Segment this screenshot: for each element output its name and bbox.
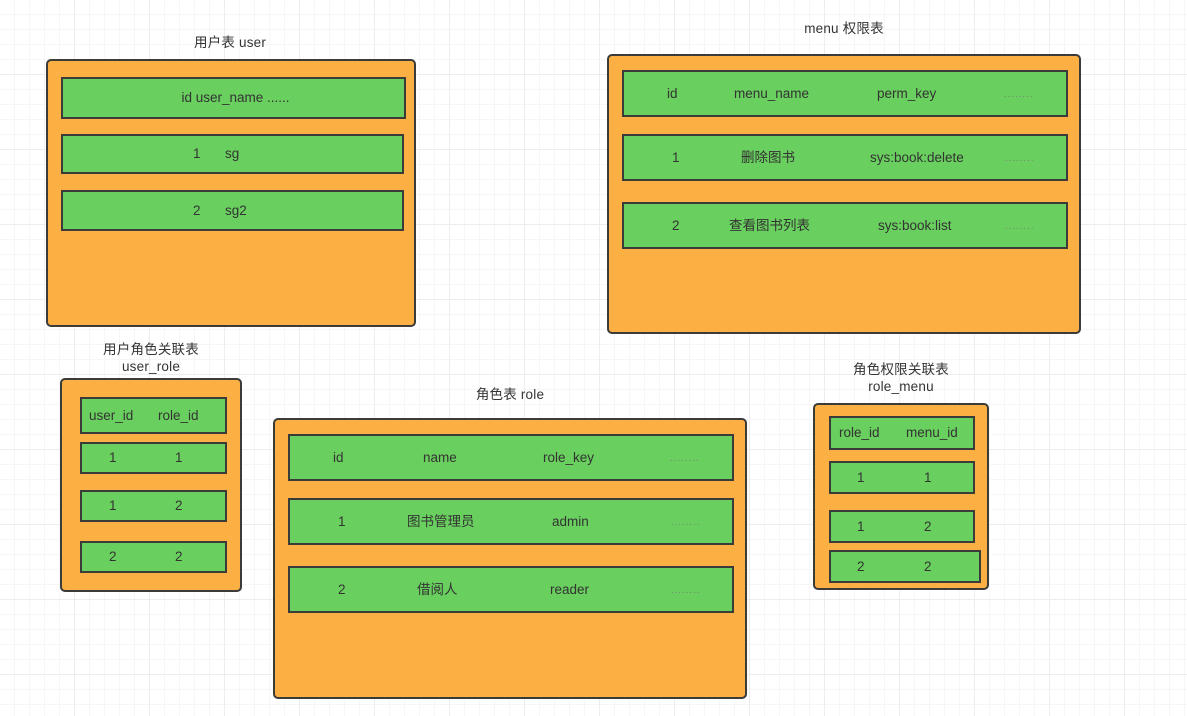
table-user-role-row0-user-id: 1 [109,450,117,465]
table-menu-title: menu 权限表 [744,20,944,37]
table-menu-header-row[interactable]: id menu_name perm_key ........ [622,70,1068,117]
table-role-row0-role-key: admin [552,513,589,529]
table-menu-row0-id: 1 [672,149,680,165]
table-role-row0-name: 图书管理员 [407,513,475,529]
table-user-row1-username: sg2 [225,202,247,218]
table-user-header-cell: id user_name ...... [181,90,290,105]
table-menu-row0-more: ........ [1005,152,1035,163]
table-row[interactable]: 1 图书管理员 admin ........ [288,498,734,545]
table-role-row1-role-key: reader [550,581,590,597]
table-row[interactable]: 1 2 [829,510,975,543]
table-role-menu-header-row[interactable]: role_id menu_id [829,416,975,450]
table-role-box: id name role_key ........ 1 图书管理员 admin … [273,418,747,699]
table-role-menu-row0-role-id: 1 [857,469,865,485]
table-user-row0-id: 1 [193,146,201,161]
table-menu-header-more: ........ [1004,88,1034,99]
table-row[interactable]: 1 1 [80,442,227,474]
table-role-row1-more: ........ [671,584,701,595]
table-role-menu-box: role_id menu_id 1 1 1 2 2 2 [813,403,989,590]
table-role-menu-header-menu-id: menu_id [906,425,958,440]
table-menu-row1-menu-name: 查看图书列表 [729,217,810,233]
table-role-header-role-key: role_key [543,449,595,465]
table-row[interactable]: 1 1 [829,461,975,494]
table-role-row1-name: 借阅人 [417,581,458,597]
table-role-header-row[interactable]: id name role_key ........ [288,434,734,481]
table-role-title-line1: 角色表 role [475,387,545,402]
table-role-menu-title-line2: role_menu [868,379,934,394]
table-menu-header-menu-name: menu_name [734,85,810,101]
table-role-menu-row1-menu-id: 2 [924,518,932,534]
table-role-menu-row0-menu-id: 1 [924,469,932,485]
table-menu-row1-perm-key: sys:book:list [878,217,952,233]
table-row[interactable]: 2 查看图书列表 sys:book:list ........ [622,202,1068,249]
table-role-row0-id: 1 [338,513,346,529]
table-user-role-header-row[interactable]: user_id role_id [80,397,227,434]
table-menu-box: id menu_name perm_key ........ 1 删除图书 sy… [607,54,1081,334]
table-role-menu-title-line1: 角色权限关联表 [853,362,949,377]
table-user-role-row2-role-id: 2 [175,549,183,564]
table-role-menu-title: 角色权限关联表 role_menu [801,361,1001,395]
table-user-role-box: user_id role_id 1 1 1 2 2 2 [60,378,242,592]
table-row[interactable]: 2 sg2 [61,190,404,231]
table-user-role-title: 用户角色关联表 user_role [51,341,251,375]
table-row[interactable]: 2 2 [829,550,981,583]
table-menu-header-id: id [667,85,678,101]
table-role-row1-id: 2 [338,581,346,597]
table-role-menu-row1-role-id: 1 [857,518,865,534]
table-user-role-title-line2: user_role [121,359,181,374]
table-role-menu-row2-menu-id: 2 [924,558,932,574]
table-user-role-row1-role-id: 2 [175,498,183,513]
table-user-role-row0-role-id: 1 [175,450,183,465]
table-user-title-line1: 用户表 user [193,35,267,50]
table-user-role-title-line1: 用户角色关联表 [103,342,199,357]
table-user-role-header-role-id: role_id [158,407,199,423]
table-row[interactable]: 2 2 [80,541,227,573]
table-menu-header-perm-key: perm_key [877,85,937,101]
table-role-title: 角色表 role [410,386,610,403]
table-role-menu-row2-role-id: 2 [857,558,865,574]
table-row[interactable]: 1 2 [80,490,227,522]
table-role-header-id: id [333,449,344,465]
table-role-header-name: name [423,449,457,465]
table-role-menu-header-role-id: role_id [839,425,880,440]
table-user-box: id user_name ...... 1 sg 2 sg2 [46,59,416,327]
table-user-row0-username: sg [225,146,240,161]
table-menu-row0-perm-key: sys:book:delete [870,149,964,165]
table-menu-row0-menu-name: 删除图书 [741,149,795,165]
table-menu-title-line1: menu 权限表 [804,21,884,36]
table-role-header-more: ........ [670,452,700,463]
table-user-title: 用户表 user [130,34,330,51]
table-user-header-row[interactable]: id user_name ...... [61,77,406,119]
table-user-role-header-user-id: user_id [89,407,134,423]
table-row[interactable]: 1 sg [61,134,404,174]
table-user-row1-id: 2 [193,202,201,218]
table-user-role-row2-user-id: 2 [109,549,117,564]
table-row[interactable]: 1 删除图书 sys:book:delete ........ [622,134,1068,181]
table-role-row0-more: ........ [671,516,701,527]
table-menu-row1-id: 2 [672,217,680,233]
table-row[interactable]: 2 借阅人 reader ........ [288,566,734,613]
table-menu-row1-more: ........ [1005,220,1035,231]
table-user-role-row1-user-id: 1 [109,498,117,513]
